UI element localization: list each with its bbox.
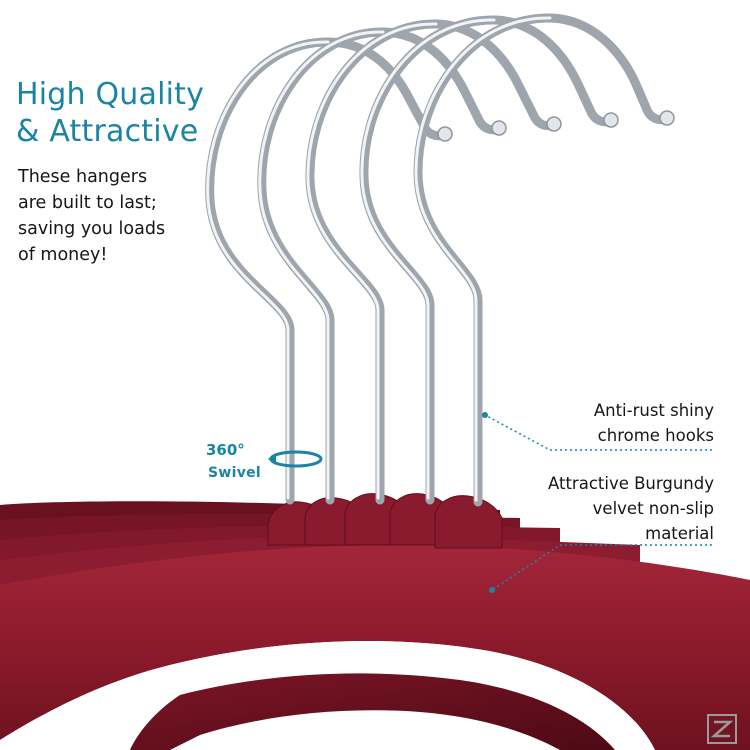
chrome-hooks-callout: Anti-rust shiny chrome hooks xyxy=(594,398,714,448)
headline-line-1: High Quality xyxy=(16,77,205,112)
velvet-material-callout: Attractive Burgundy velvet non-slip mate… xyxy=(548,471,714,546)
chrome-callout-line-2: chrome hooks xyxy=(597,426,714,445)
intro-text: These hangers are built to last; saving … xyxy=(18,164,165,268)
velvet-neck-bumps xyxy=(267,493,503,549)
velvet-callout-line-2: velvet non-slip xyxy=(592,499,714,518)
swivel-label: Swivel xyxy=(208,465,262,481)
callout-pointers xyxy=(484,414,712,591)
hook-tip-5 xyxy=(659,110,675,126)
velvet-pointer-line xyxy=(491,544,712,591)
chrome-pointer-dot xyxy=(482,412,488,418)
chrome-callout-line-1: Anti-rust shiny xyxy=(593,401,714,420)
velvet-callout-line-1: Attractive Burgundy xyxy=(547,474,714,493)
headline: High Quality & Attractive xyxy=(16,76,204,150)
velvet-inner-shadow xyxy=(0,641,655,750)
intro-line-1: These hangers xyxy=(18,167,148,187)
hook-tip-2 xyxy=(491,120,507,136)
hook-tip-3 xyxy=(546,116,562,132)
velvet-hanger-front xyxy=(0,545,750,750)
velvet-pointer-dot xyxy=(489,587,495,593)
hook-tip-4 xyxy=(603,112,619,128)
chrome-hooks xyxy=(205,13,675,507)
velvet-lower-band xyxy=(130,673,615,750)
headline-line-2: & Attractive xyxy=(16,114,199,149)
brand-logo-icon xyxy=(707,714,737,744)
intro-line-2: are built to last; xyxy=(18,193,157,213)
hook-tip-1 xyxy=(437,126,453,142)
swivel-degrees: 360° xyxy=(206,441,245,459)
rotate-arrow-icon xyxy=(268,450,323,468)
intro-line-3: saving you loads xyxy=(18,219,166,239)
velvet-callout-line-3: material xyxy=(645,524,714,543)
chrome-pointer-line xyxy=(484,414,712,451)
intro-line-4: of money! xyxy=(18,245,108,265)
